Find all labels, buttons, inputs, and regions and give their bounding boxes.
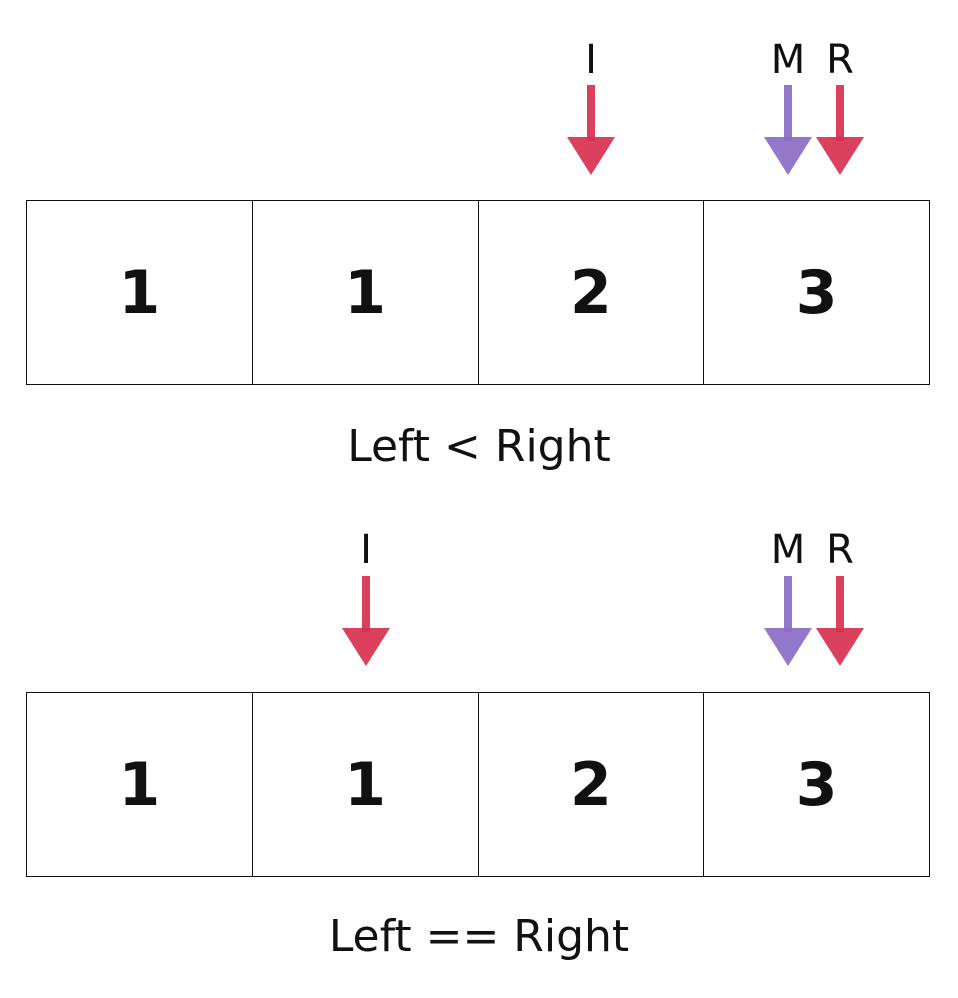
cell-value: 1 bbox=[118, 257, 161, 328]
pointer-arrow-i-icon bbox=[341, 576, 391, 668]
pointer-label-m: M bbox=[770, 527, 806, 573]
pointer-arrow-r-icon bbox=[815, 85, 865, 177]
cell-value: 1 bbox=[344, 257, 386, 328]
array-cell: 3 bbox=[703, 693, 929, 876]
array-cell: 2 bbox=[477, 693, 704, 876]
pointer-arrow-i-icon bbox=[566, 85, 616, 177]
pointer-label-r: R bbox=[826, 37, 854, 83]
pointer-arrow-m-icon bbox=[763, 576, 813, 668]
cell-value: 2 bbox=[570, 257, 612, 328]
pointer-label-m: M bbox=[770, 37, 806, 83]
cell-value: 3 bbox=[795, 257, 838, 328]
cell-value: 1 bbox=[344, 749, 386, 820]
pointer-label-i: I bbox=[585, 37, 597, 83]
caption: Left == Right bbox=[328, 911, 630, 962]
pointer-label-i: I bbox=[360, 527, 372, 573]
caption: Left < Right bbox=[347, 421, 611, 472]
array-cell: 2 bbox=[477, 201, 704, 384]
panel-left-equals-right: I M R 1 1 2 3 Left == Right bbox=[0, 490, 958, 998]
pointer-label-r: R bbox=[826, 527, 854, 573]
cell-value: 1 bbox=[118, 749, 161, 820]
panel-left-less-than-right: I M R 1 1 2 3 Left < Right bbox=[0, 0, 958, 490]
pointer-arrow-m-icon bbox=[763, 85, 813, 177]
pointer-arrow-r-icon bbox=[815, 576, 865, 668]
array-cell: 3 bbox=[703, 201, 929, 384]
cell-value: 3 bbox=[795, 749, 838, 820]
array-cell: 1 bbox=[251, 201, 478, 384]
array-cell: 1 bbox=[27, 693, 252, 876]
array-row: 1 1 2 3 bbox=[26, 692, 930, 877]
cell-value: 2 bbox=[570, 749, 612, 820]
array-cell: 1 bbox=[27, 201, 252, 384]
array-row: 1 1 2 3 bbox=[26, 200, 930, 385]
array-cell: 1 bbox=[251, 693, 478, 876]
